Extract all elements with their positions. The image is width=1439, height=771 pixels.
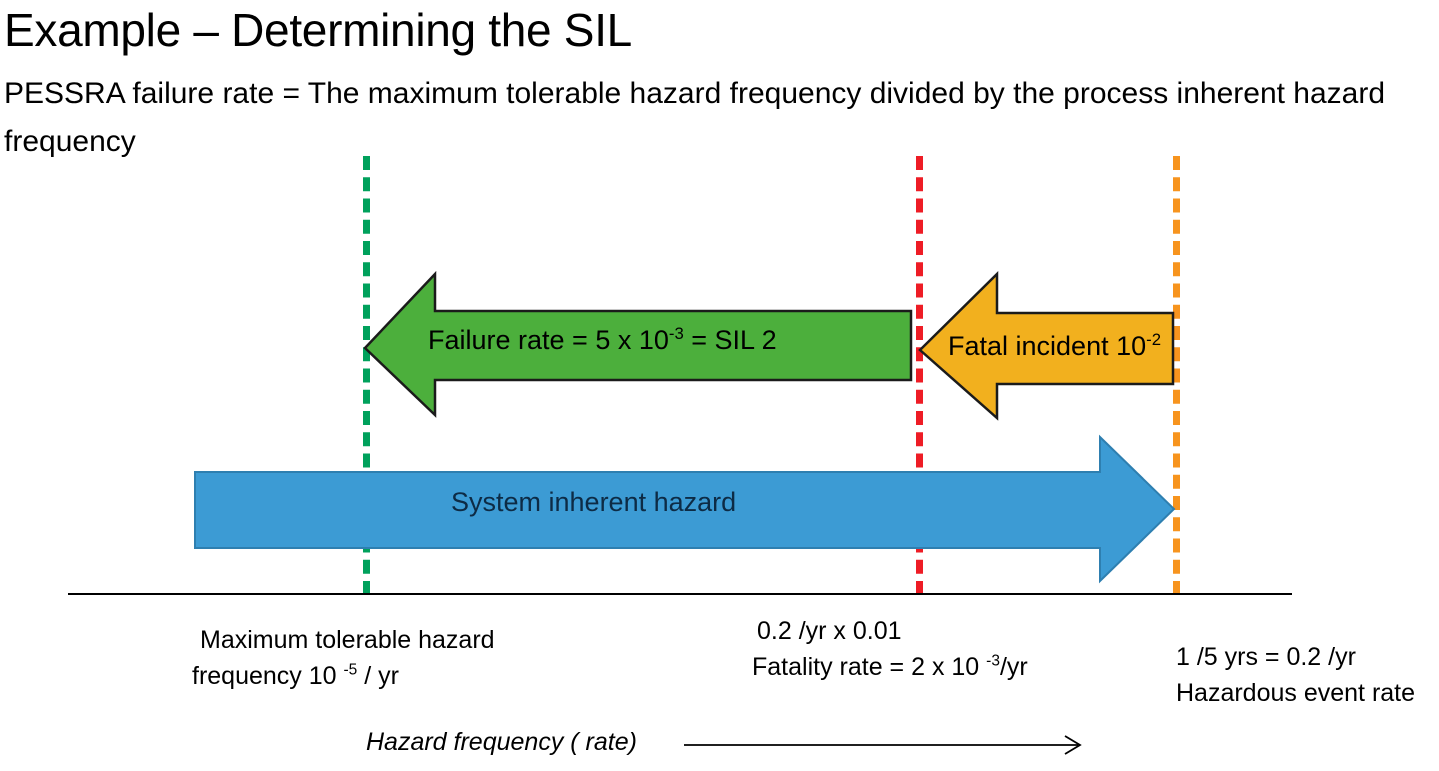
annotation-hazardous-event-line2: Hazardous event rate <box>1176 679 1416 707</box>
annotation-fatality-rate: 0.2 /yr x 0.01 Fatality rate = 2 x 10 -3… <box>752 613 1028 685</box>
fatal-incident-label: Fatal incident 10-2 <box>948 330 1162 361</box>
baseline-axis <box>68 593 1292 595</box>
annotation-fatality-rate-line2: Fatality rate = 2 x 10 -3/yr <box>752 649 1028 685</box>
annotation-fatality-rate-line2-suffix: /yr <box>999 653 1028 681</box>
failure-rate-label-exponent: -3 <box>668 324 684 343</box>
hazard-frequency-direction-arrow-icon <box>684 733 1084 757</box>
annotation-fatality-rate-line2-prefix: Fatality rate = 2 x 10 <box>752 653 987 681</box>
failure-rate-arrow <box>360 268 916 418</box>
annotation-fatality-rate-line1: 0.2 /yr x 0.01 <box>757 617 902 645</box>
annotation-hazardous-event-line1: 1 /5 yrs = 0.2 /yr <box>1176 643 1356 671</box>
annotation-max-tolerable-line2: frequency 10 -5 / yr <box>192 658 495 694</box>
fatal-incident-arrow <box>915 268 1177 423</box>
system-hazard-label: System inherent hazard <box>451 487 737 517</box>
hazard-frequency-caption: Hazard frequency ( rate) <box>366 728 637 756</box>
annotation-hazardous-event: 1 /5 yrs = 0.2 /yr Hazardous event rate <box>1176 639 1415 711</box>
fatal-incident-label-prefix: Fatal incident 10 <box>948 331 1147 361</box>
annotation-max-tolerable: Maximum tolerable hazard frequency 10 -5… <box>192 622 495 694</box>
failure-rate-label-suffix: = SIL 2 <box>683 325 777 355</box>
guide-line-hazardous-event <box>1173 156 1180 595</box>
guide-line-fatality-rate <box>916 156 923 595</box>
failure-rate-label-prefix: Failure rate = 5 x 10 <box>428 325 669 355</box>
page-title: Example – Determining the SIL <box>4 4 632 56</box>
annotation-max-tolerable-exponent: -5 <box>343 661 358 679</box>
fatal-incident-label-exponent: -2 <box>1146 330 1162 349</box>
subtitle-text: PESSRA failure rate = The maximum tolera… <box>4 77 1386 158</box>
annotation-max-tolerable-line2-prefix: frequency 10 <box>192 662 344 690</box>
annotation-fatality-rate-exponent: -3 <box>986 652 1000 670</box>
guide-line-max-tolerable <box>363 156 370 595</box>
annotation-max-tolerable-line2-suffix: / yr <box>357 662 399 690</box>
failure-rate-label: Failure rate = 5 x 10-3 = SIL 2 <box>428 324 777 355</box>
annotation-max-tolerable-line1: Maximum tolerable hazard <box>200 626 495 654</box>
system-hazard-arrow <box>190 432 1180 586</box>
